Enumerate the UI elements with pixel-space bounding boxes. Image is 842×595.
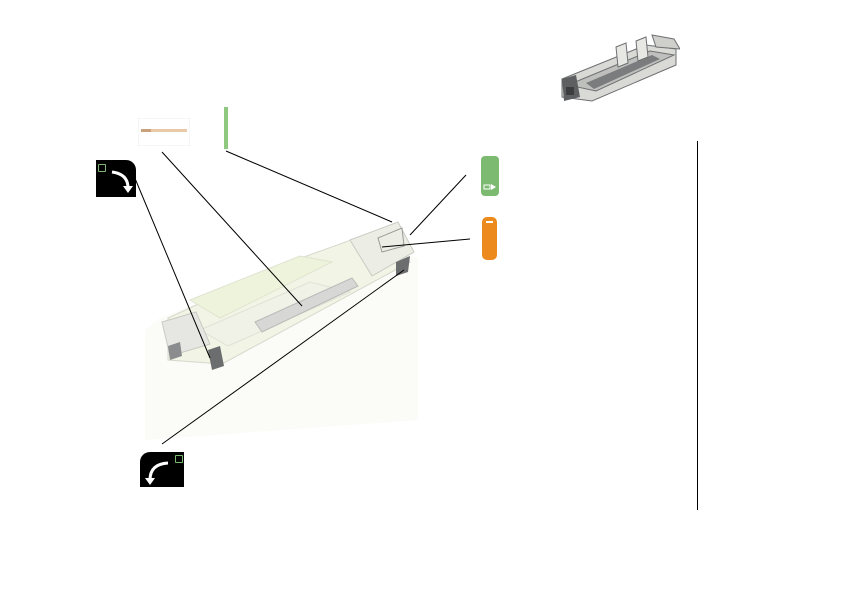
latch-arrow-icon	[483, 184, 496, 190]
leader-line-bottom-left-lever	[161, 269, 405, 445]
leader-line-top-left-lever	[133, 175, 211, 359]
leader-line-orange-release	[381, 238, 471, 248]
green-strip	[224, 107, 228, 149]
top-left-lever-callout	[96, 160, 136, 197]
lock-icon	[98, 164, 106, 172]
page-divider	[697, 141, 698, 510]
assembly-thumbnail	[556, 5, 680, 135]
green-latch-tag	[481, 156, 499, 196]
leader-line-swatch	[161, 151, 303, 307]
orange-release-tag	[482, 217, 497, 260]
swatch-strip	[138, 118, 190, 146]
leader-line-green-latch	[409, 174, 467, 236]
leader-line-green-strip	[225, 150, 393, 223]
bottom-left-lever-callout	[140, 452, 184, 487]
rotate-arrow-icon	[145, 461, 169, 485]
lock-icon	[175, 455, 183, 463]
rotate-arrow-icon	[111, 170, 133, 193]
leader-lines	[133, 150, 471, 445]
assembly-body	[145, 221, 418, 440]
